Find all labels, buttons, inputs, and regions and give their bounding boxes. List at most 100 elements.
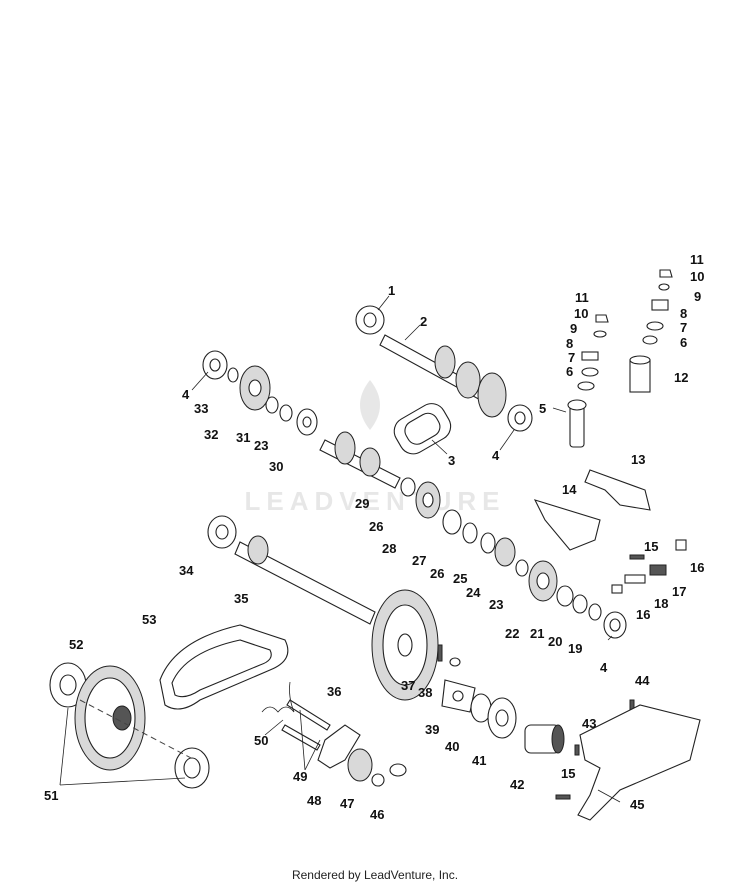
- callout-33: 33: [194, 401, 208, 416]
- part-shapes: [49, 269, 701, 821]
- gear-28[interactable]: [415, 481, 441, 519]
- ring-23-right[interactable]: [515, 559, 529, 577]
- callout-9-right: 9: [694, 289, 701, 304]
- callout-3: 3: [448, 453, 455, 468]
- hub-42[interactable]: [524, 724, 565, 754]
- detent-16-bottom[interactable]: [611, 584, 623, 594]
- callout-14: 14: [562, 482, 577, 497]
- countershaft-29[interactable]: [319, 431, 401, 489]
- callout-26-upper: 26: [369, 519, 383, 534]
- ring-47[interactable]: [389, 763, 407, 777]
- callout-28: 28: [382, 541, 396, 556]
- callout-44: 44: [635, 673, 650, 688]
- bolt-43[interactable]: [574, 744, 580, 756]
- input-shaft-2[interactable]: [379, 334, 507, 418]
- shift-fork-14[interactable]: [533, 499, 601, 551]
- bearing-4-left[interactable]: [202, 350, 228, 380]
- arm-48[interactable]: [317, 724, 361, 769]
- washer-stack-middle[interactable]: [577, 314, 609, 391]
- watermark-text: LEADVENTURE: [244, 486, 505, 516]
- ring-gear-36[interactable]: [371, 589, 439, 701]
- callout-34: 34: [179, 563, 194, 578]
- callout-7-mid: 7: [568, 350, 575, 365]
- flame-logo-icon: [360, 380, 380, 430]
- gear-47[interactable]: [347, 748, 373, 782]
- shift-shaft-5[interactable]: [567, 399, 587, 448]
- callout-9-mid: 9: [570, 321, 577, 336]
- callout-25: 25: [453, 571, 467, 586]
- callout-40: 40: [445, 739, 459, 754]
- output-shaft-35[interactable]: [234, 535, 376, 625]
- gear-22[interactable]: [528, 560, 558, 602]
- washer-stack-right[interactable]: [642, 269, 673, 345]
- callout-53: 53: [142, 612, 156, 627]
- ring-26-upper[interactable]: [400, 477, 416, 497]
- ring-19[interactable]: [588, 603, 602, 621]
- callout-4-right: 4: [600, 660, 608, 675]
- bearing-4-right[interactable]: [603, 611, 627, 639]
- bearing-51-bottom[interactable]: [174, 747, 210, 789]
- callout-30: 30: [269, 459, 283, 474]
- callout-10-mid: 10: [574, 306, 588, 321]
- callout-8-right: 8: [680, 306, 687, 321]
- callout-15-bottom: 15: [561, 766, 575, 781]
- bearing-51-top[interactable]: [49, 662, 87, 708]
- callout-11-right: 11: [690, 252, 704, 267]
- ring-26-lower[interactable]: [462, 522, 478, 544]
- callout-41: 41: [472, 753, 486, 768]
- pin-15-bottom[interactable]: [555, 794, 571, 800]
- callout-29: 29: [355, 496, 369, 511]
- callout-24: 24: [466, 585, 481, 600]
- ring-23-left[interactable]: [279, 404, 293, 422]
- gear-52[interactable]: [74, 665, 146, 771]
- callout-2: 2: [420, 314, 427, 329]
- bearing-34[interactable]: [207, 515, 237, 549]
- callout-12: 12: [674, 370, 688, 385]
- ring-21[interactable]: [556, 585, 574, 607]
- callout-43: 43: [582, 716, 596, 731]
- callout-21: 21: [530, 626, 544, 641]
- washer-38[interactable]: [449, 657, 461, 667]
- pin-15-top[interactable]: [629, 554, 645, 560]
- leader-lines: [59, 295, 621, 803]
- callout-32: 32: [204, 427, 218, 442]
- callout-16-bottom: 16: [636, 607, 650, 622]
- callout-8-mid: 8: [566, 336, 573, 351]
- ring-20[interactable]: [572, 594, 588, 614]
- ring-33[interactable]: [227, 367, 239, 383]
- spring-50[interactable]: [261, 681, 295, 713]
- detent-16-top[interactable]: [675, 539, 687, 551]
- callout-37: 37: [401, 678, 415, 693]
- nut-46[interactable]: [371, 773, 385, 787]
- ring-25[interactable]: [480, 532, 496, 554]
- callout-36: 36: [327, 684, 341, 699]
- bracket-45[interactable]: [577, 704, 701, 821]
- callout-10-right: 10: [690, 269, 704, 284]
- belt-53[interactable]: [159, 624, 289, 710]
- bolt-37[interactable]: [437, 644, 443, 662]
- callout-13: 13: [631, 452, 645, 467]
- shift-shaft-12[interactable]: [629, 355, 651, 393]
- bearing-4-mid[interactable]: [507, 404, 533, 432]
- callout-4-left: 4: [182, 387, 190, 402]
- pin-49-b[interactable]: [281, 724, 321, 751]
- ring-31[interactable]: [265, 396, 279, 414]
- callout-5: 5: [539, 401, 546, 416]
- callout-35: 35: [234, 591, 248, 606]
- plate-18[interactable]: [624, 574, 646, 584]
- callout-6-mid: 6: [566, 364, 573, 379]
- gear-32[interactable]: [239, 365, 271, 411]
- callout-15-top: 15: [644, 539, 658, 554]
- plate-39[interactable]: [441, 679, 476, 713]
- bearing-41[interactable]: [487, 697, 517, 739]
- belt-ring-3[interactable]: [389, 399, 456, 459]
- axis-line: [79, 699, 196, 761]
- bearing-30[interactable]: [296, 408, 318, 436]
- spring-17[interactable]: [649, 564, 667, 576]
- ring-27[interactable]: [442, 509, 462, 535]
- pin-49-a[interactable]: [286, 699, 331, 731]
- shift-fork-13[interactable]: [584, 469, 651, 511]
- bearing-1[interactable]: [355, 305, 385, 335]
- collar-24[interactable]: [494, 537, 516, 567]
